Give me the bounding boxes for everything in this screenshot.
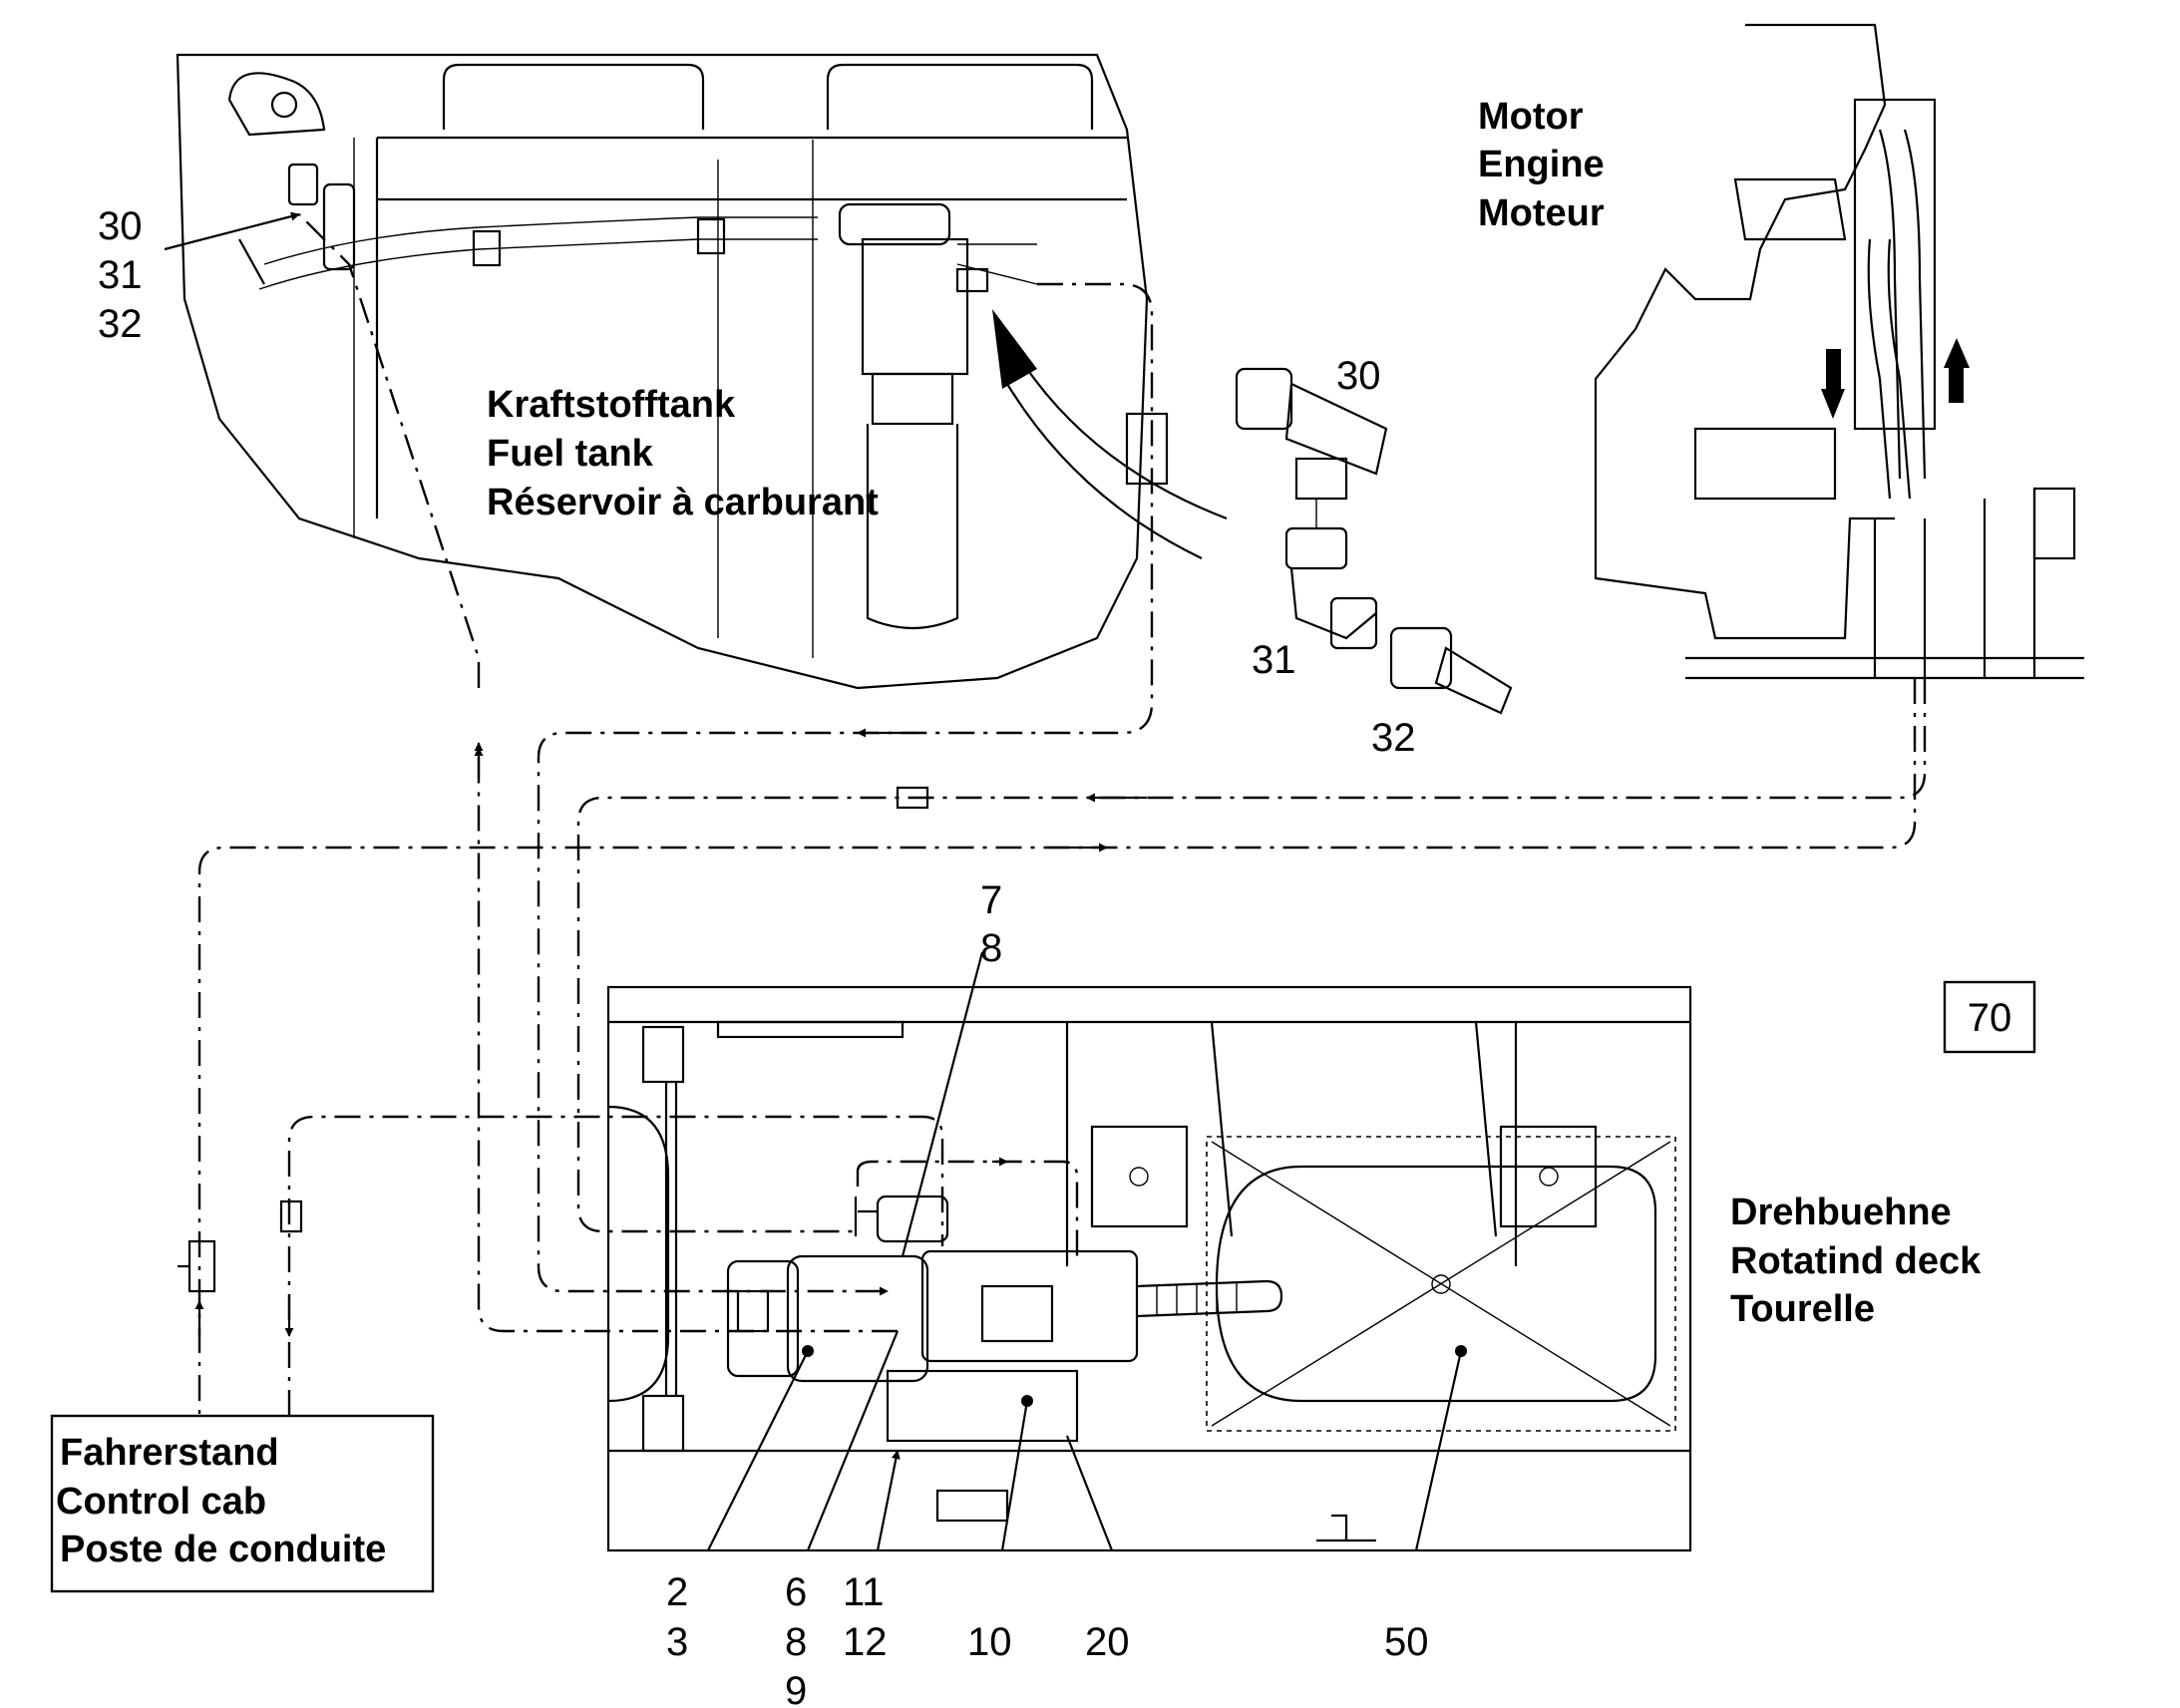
part-number-20: 20: [1085, 1620, 1130, 1664]
part-number-3: 3: [666, 1620, 688, 1664]
part-number-32: 32: [98, 302, 143, 346]
fuel-tank-label: Kraftstofftank Fuel tank Réservoir à car…: [487, 384, 879, 523]
page-ref-box: [1943, 980, 2036, 1054]
detail-part-32: 32: [1371, 716, 1416, 760]
part-number-9: 9: [785, 1669, 807, 1708]
fuel-and-coolant-lines: [178, 213, 1927, 1416]
control-cab-label-en: Control cab: [56, 1481, 266, 1523]
engine-label-en: Engine: [1478, 144, 1605, 185]
part-number-10: 10: [967, 1620, 1012, 1664]
rotating-deck-label-de: Drehbuehne: [1730, 1192, 1952, 1233]
fuel-tank-label-de: Kraftstofftank: [487, 384, 736, 426]
fuel-tank-label-en: Fuel tank: [487, 433, 654, 475]
part-number-30: 30: [98, 204, 143, 248]
leader-lines: [707, 951, 1467, 1551]
fuel-tank-drawing: [164, 53, 1228, 690]
rotating-deck-label: Drehbuehne Rotatind deck Tourelle: [1730, 1192, 1982, 1330]
part-number-6: 6: [785, 1570, 807, 1614]
part-number-12: 12: [843, 1620, 888, 1664]
part-number-50: 50: [1384, 1620, 1429, 1664]
rotating-deck-drawing: [606, 985, 1692, 1552]
part-number-11: 11: [843, 1570, 885, 1614]
control-cab-box: [50, 1414, 435, 1593]
control-cab-label: Fahrerstand Control cab Poste de conduit…: [56, 1432, 386, 1570]
rotating-deck-label-fr: Tourelle: [1730, 1288, 1875, 1330]
part-number-31: 31: [98, 253, 143, 297]
part-number-8: 8: [980, 926, 1002, 970]
engine-label-de: Motor: [1478, 96, 1584, 138]
part-number-8b: 8: [785, 1620, 807, 1664]
rotating-deck-label-en: Rotatind deck: [1730, 1240, 1982, 1282]
detail-part-31: 31: [1252, 638, 1296, 682]
fittings-detail-drawing: [1235, 367, 1513, 715]
page-ref-number: 70: [1968, 996, 2012, 1040]
engine-drawing: [1594, 23, 2084, 680]
detail-part-30: 30: [1336, 354, 1381, 398]
engine-label-fr: Moteur: [1478, 192, 1605, 234]
part-numbers: 30 31 32 30 31 32 7 8 2 3 6 8 9 11 12 10…: [98, 204, 1429, 1708]
part-number-2: 2: [666, 1570, 688, 1614]
engine-label: Motor Engine Moteur: [1478, 96, 1605, 234]
control-cab-label-fr: Poste de conduite: [60, 1529, 386, 1570]
fuel-tank-label-fr: Réservoir à carburant: [487, 482, 879, 523]
control-cab-label-de: Fahrerstand: [60, 1432, 279, 1474]
part-number-7: 7: [980, 878, 1002, 922]
